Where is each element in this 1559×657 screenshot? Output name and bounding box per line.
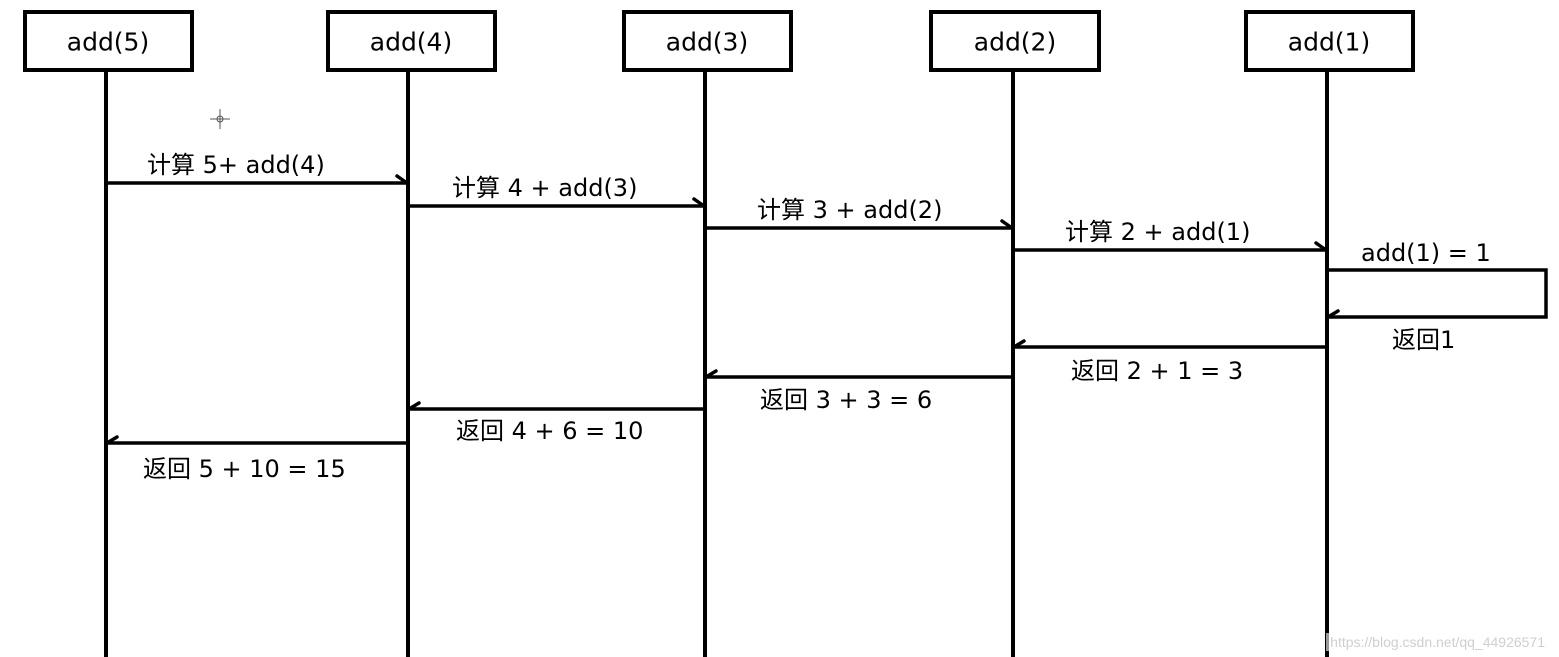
message-call-4-to-3: 计算 4 + add(3) bbox=[408, 174, 706, 208]
watermark-text: https://blog.csdn.net/qq_44926571 bbox=[1326, 633, 1549, 651]
message-label: 计算 3 + add(2) bbox=[757, 196, 942, 224]
message-return-3-to-4: 返回 4 + 6 = 10 bbox=[407, 401, 705, 445]
participant-add4: add(4) bbox=[326, 10, 497, 72]
message-return-4-to-5: 返回 5 + 10 = 15 bbox=[105, 435, 408, 483]
message-call-5-to-4: 计算 5+ add(4) bbox=[106, 151, 409, 185]
participant-add3: add(3) bbox=[622, 10, 793, 72]
message-label: 计算 4 + add(3) bbox=[452, 174, 637, 202]
message-label: 返回1 bbox=[1392, 326, 1455, 354]
message-self-add1: add(1) = 1 返回1 bbox=[1326, 239, 1548, 354]
message-return-2-to-3: 返回 3 + 3 = 6 bbox=[704, 369, 1013, 414]
message-label: 计算 5+ add(4) bbox=[147, 151, 325, 179]
participant-add5: add(5) bbox=[23, 10, 194, 72]
message-call-2-to-1: 计算 2 + add(1) bbox=[1013, 218, 1328, 252]
message-label: 计算 2 + add(1) bbox=[1065, 218, 1250, 246]
message-label: 返回 2 + 1 = 3 bbox=[1071, 357, 1243, 385]
participant-add3-label: add(3) bbox=[666, 28, 748, 57]
participant-add1: add(1) bbox=[1244, 10, 1415, 72]
message-label: 返回 3 + 3 = 6 bbox=[760, 386, 932, 414]
message-label: 返回 5 + 10 = 15 bbox=[143, 455, 346, 483]
participant-add2-label: add(2) bbox=[974, 28, 1056, 57]
participant-add5-label: add(5) bbox=[67, 28, 149, 57]
message-label: 返回 4 + 6 = 10 bbox=[456, 417, 643, 445]
participant-add1-label: add(1) bbox=[1288, 28, 1370, 57]
crosshair-cursor-icon bbox=[210, 109, 230, 129]
participant-add4-label: add(4) bbox=[370, 28, 452, 57]
message-label: add(1) = 1 bbox=[1361, 239, 1491, 267]
message-call-3-to-2: 计算 3 + add(2) bbox=[705, 196, 1014, 230]
message-return-1-to-2: 返回 2 + 1 = 3 bbox=[1012, 339, 1327, 385]
participant-add2: add(2) bbox=[929, 10, 1101, 72]
